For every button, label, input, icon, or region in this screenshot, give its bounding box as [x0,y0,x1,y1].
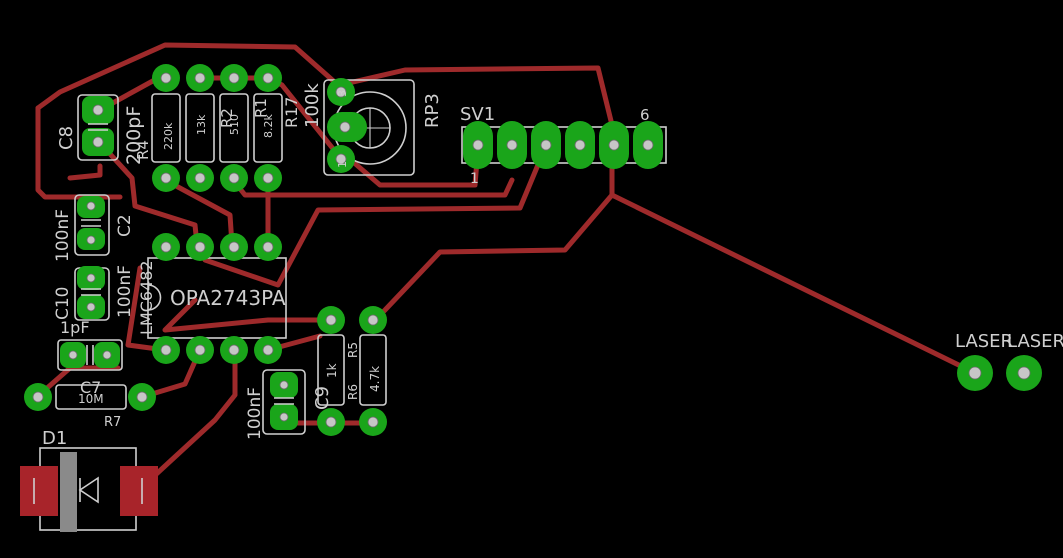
ic-pin-bottom-2-hole [194,344,206,356]
laser-connector-1: LASER [955,331,1013,391]
c10-capacitor: 100nF C10 [53,194,110,320]
r7-value: 10M [78,392,104,406]
sv1-name: SV1 [460,104,495,125]
ic-opamp: LMC6482 OPA2743PA [137,233,287,364]
c7-value: 1pF [60,318,90,337]
trace-r4-ic [97,140,200,248]
trace-ic-sv1 [197,145,548,288]
d1-name: D1 [42,428,67,449]
sv1-outline [461,126,667,164]
c7-name: C7 [80,378,101,397]
rp3-pin1: 1 [336,161,349,168]
trace-ic-d1 [149,347,238,481]
r2-resistor: 510 R2 [218,64,249,192]
ic-name: LMC6482 [137,260,156,335]
resistor-row: 220k R4 13k 510 R2 8.2k R1 [134,64,323,192]
ic-pin-top-4-hole [262,241,274,253]
trace-rp3-lower [342,145,481,188]
r3-resistor: 13k [185,64,215,192]
r17-name: R17 [282,97,301,128]
r6-name: R6 [346,384,360,400]
trace-sv1-r5 [372,145,615,323]
sv1-pin-6-hole [642,139,654,151]
rp3-name: RP3 [422,93,443,128]
laser1-name: LASER [955,331,1013,352]
laser-connector-2: LASER [1006,331,1063,391]
r5-value: 4.7k [368,366,382,392]
r2-value: 510 [228,114,241,135]
traces [35,42,978,481]
c7-capacitor: 1pF C7 [57,318,123,397]
trace-ic-low [125,265,168,353]
d1-pad-left [20,466,58,516]
ic-pin-bottom-1-hole [160,344,172,356]
r1-name: R1 [252,98,270,118]
c9-name: C9 [312,386,333,410]
c9-value: 100nF [245,387,265,440]
c2-capacitor: C2 100nF [74,214,135,321]
c2-value: 100nF [115,265,135,318]
r2-name: R2 [218,108,236,128]
r4-name: R4 [134,140,152,160]
r1-value: 8.2k [262,114,275,138]
trace-ic-pin [162,297,333,333]
sv1-pin-2-hole [506,139,518,151]
c2-name: C2 [115,214,135,237]
sv1-pin-5-hole [608,139,620,151]
ic-pin-bottom-4-hole [262,344,274,356]
r5-name: R5 [346,342,360,358]
ic-pin-bottom-3-hole [228,344,240,356]
r3-value: 13k [195,114,208,135]
ic-pin-top-2-hole [194,241,206,253]
sv1-header: SV1 6 1 [460,104,667,187]
r1-resistor: 8.2k R1 [252,64,283,192]
r6-value: 1k [325,363,339,378]
c8-capacitor: C8 200pF [56,94,145,165]
r17-value: 100k [302,83,323,128]
laser2-name: LASER [1007,331,1063,352]
trace-top-loop [35,42,341,111]
rp3-potentiometer: 3 1 RP3 [323,78,443,176]
d1-diode: D1 [20,428,158,532]
r5-resistor: 4.7k R5 [346,306,387,436]
sv1-pin-3-hole [540,139,552,151]
c10-name: C10 [53,286,73,320]
trace-sv1-laser [609,192,978,376]
ic-pin-top-1-hole [160,241,172,253]
ic-pin-top-3-hole [228,241,240,253]
c8-value: 200pF [123,106,145,165]
r4-value: 220k [162,122,175,150]
trace-left-mid [67,163,103,181]
r7-name: R7 [104,415,121,430]
sv1-pin-4-hole [574,139,586,151]
ic-value: OPA2743PA [170,286,286,310]
sv1-pin6: 6 [640,106,650,124]
c8-name: C8 [56,126,77,150]
c9-capacitor: 100nF C9 [245,369,333,440]
r6-resistor: 1k R6 [317,306,360,436]
c10-value: 100nF [53,209,73,262]
d1-pad-right [120,466,158,516]
sv1-pin1: 1 [470,171,479,187]
r7-resistor: 10M R7 [24,383,156,430]
sv1-pin-1-hole [472,139,484,151]
rp3-pin3: 3 [336,90,349,97]
r4-resistor: 220k R4 [134,64,181,192]
